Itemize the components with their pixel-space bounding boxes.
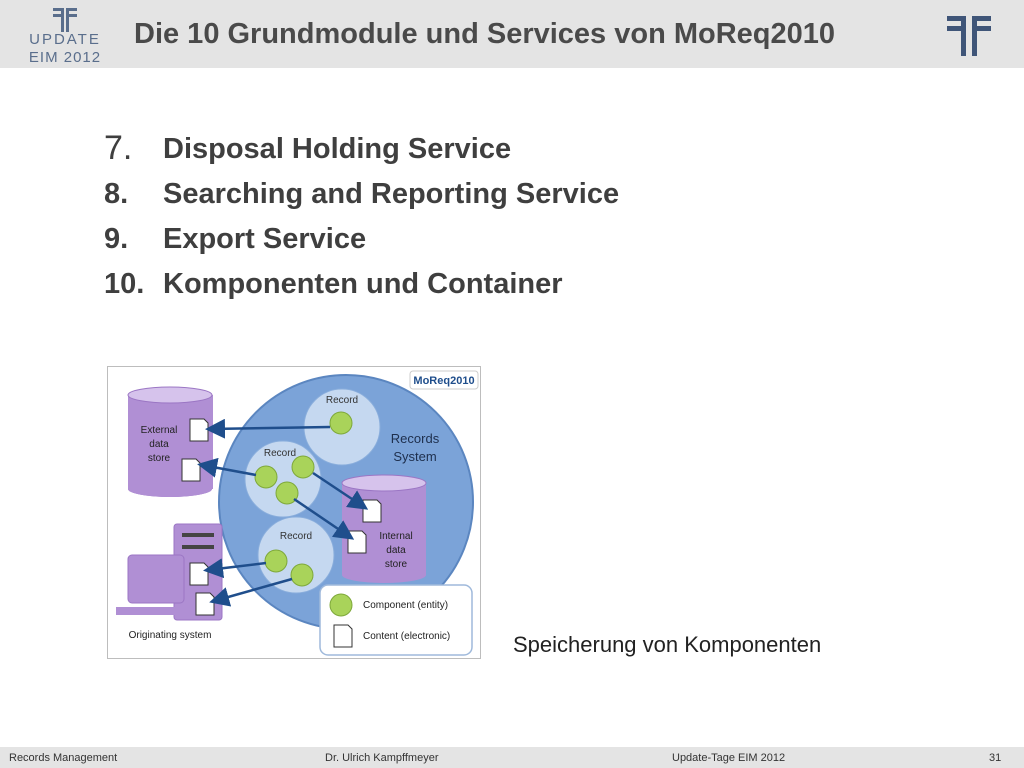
update-eim-logo: UPDATE EIM 2012 bbox=[0, 0, 130, 68]
component-icon bbox=[290, 563, 314, 587]
component-icon bbox=[329, 411, 353, 435]
list-item-number: 10. bbox=[104, 268, 145, 300]
footer-left: Records Management bbox=[9, 752, 118, 764]
document-icon bbox=[189, 562, 209, 586]
logo-mark-right-icon bbox=[947, 16, 991, 56]
page-number: 31 bbox=[989, 752, 1002, 764]
document-icon bbox=[347, 530, 367, 554]
record-label-top: Record bbox=[326, 395, 358, 406]
legend-content-icon bbox=[333, 624, 353, 648]
internal-store-label-2: data bbox=[386, 545, 406, 556]
moreq-diagram: MoReq2010 Record Record Record Records S… bbox=[107, 366, 481, 659]
component-icon bbox=[264, 549, 288, 573]
footer-center: Dr. Ulrich Kampffmeyer bbox=[325, 752, 439, 764]
document-icon bbox=[189, 418, 209, 442]
list-item-text: Searching and Reporting Service bbox=[163, 178, 620, 210]
internal-store-label-1: Internal bbox=[379, 531, 412, 542]
diagram-caption: Speicherung von Komponenten bbox=[513, 632, 822, 657]
component-icon bbox=[275, 481, 299, 505]
diagram-canvas: MoReq2010 Record Record Record Records S… bbox=[116, 370, 479, 656]
legend-content-label: Content (electronic) bbox=[363, 631, 450, 642]
document-icon bbox=[362, 499, 382, 523]
document-icon bbox=[181, 458, 201, 482]
arrow-connector bbox=[197, 457, 257, 478]
record-label-mid: Record bbox=[264, 448, 296, 459]
list-item-number: 7. bbox=[104, 129, 133, 167]
list-item-number: 8. bbox=[104, 178, 129, 210]
component-icon bbox=[254, 465, 278, 489]
legend-component-icon bbox=[329, 593, 353, 617]
logo-word-eim: EIM 2012 bbox=[28, 49, 102, 66]
arrow-connector bbox=[205, 418, 331, 439]
list-item-text: Export Service bbox=[163, 223, 367, 255]
arrow-connector bbox=[209, 577, 293, 607]
slide-title: Die 10 Grundmodule und Services von MoRe… bbox=[134, 18, 836, 50]
arrow-connector bbox=[312, 471, 369, 510]
record-circle-low bbox=[257, 516, 335, 594]
component-icon bbox=[291, 455, 315, 479]
footer-right: Update-Tage EIM 2012 bbox=[672, 752, 786, 764]
list-item-text: Disposal Holding Service bbox=[163, 133, 512, 165]
logo-mark-icon bbox=[53, 8, 77, 32]
footer-bar: Records Management Dr. Ulrich Kampffmeye… bbox=[0, 747, 1024, 768]
logo-word-update: UPDATE bbox=[29, 31, 101, 48]
header-bar: UPDATE EIM 2012 Die 10 Grundmodule und S… bbox=[0, 0, 1024, 68]
moreq-logo-text: MoReq2010 bbox=[413, 375, 474, 387]
document-icon bbox=[195, 592, 215, 616]
arrow-connector bbox=[293, 497, 355, 540]
external-store-label-1: External bbox=[141, 425, 178, 436]
diagram-legend: Component (entity) Content (electronic) bbox=[319, 584, 473, 656]
arrow-connector bbox=[203, 558, 267, 579]
list-item-number: 9. bbox=[104, 223, 129, 255]
record-label-low: Record bbox=[280, 531, 312, 542]
legend-component-label: Component (entity) bbox=[363, 600, 448, 611]
originating-system-label: Originating system bbox=[129, 630, 212, 641]
internal-store-label-3: store bbox=[385, 559, 408, 570]
internal-data-store: Internal data store bbox=[341, 474, 427, 583]
external-store-label-2: data bbox=[149, 439, 169, 450]
records-system-label-2: System bbox=[393, 449, 436, 464]
moreq-logo: MoReq2010 bbox=[409, 370, 479, 390]
list-item-text: Komponenten und Container bbox=[163, 268, 563, 300]
records-system-label-1: Records bbox=[391, 431, 440, 446]
external-store-label-3: store bbox=[148, 453, 171, 464]
